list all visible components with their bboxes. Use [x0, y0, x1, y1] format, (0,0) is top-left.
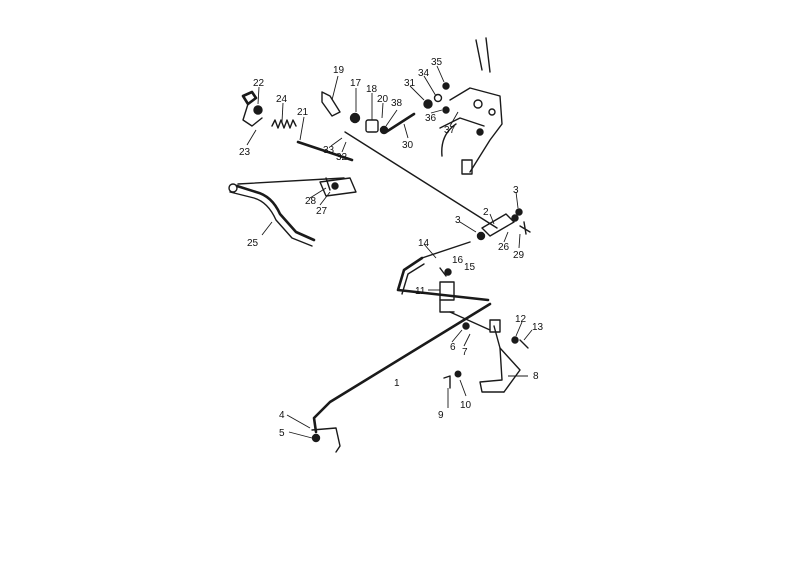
callout-16: 16: [452, 255, 464, 266]
callout-12: 12: [515, 314, 527, 325]
bolt-36: [442, 106, 450, 114]
callout-24: 24: [276, 94, 288, 105]
callout-4: 4: [279, 410, 285, 421]
rod-30: [384, 112, 416, 134]
bolt-9: [443, 375, 451, 389]
callout-17: 17: [350, 78, 362, 89]
callout-21: 21: [297, 107, 309, 118]
callout-33: 33: [323, 145, 335, 156]
arm-19: [321, 91, 341, 117]
rod-1: [312, 302, 492, 434]
bracket-11: [439, 267, 455, 313]
callout-2: 2: [483, 207, 489, 218]
callout-27: 27: [316, 206, 328, 217]
pin-28: [325, 177, 331, 191]
callout-5: 5: [279, 428, 285, 439]
collar-3: [476, 231, 486, 241]
callout-26: 26: [498, 242, 510, 253]
shaft-21: [296, 140, 354, 162]
callout-36: 36: [425, 113, 437, 124]
pedal-bracket: [241, 90, 263, 127]
callout-9: 9: [438, 410, 444, 421]
collar-17: [349, 112, 361, 124]
leader-lines: [246, 65, 533, 439]
spring-24: [271, 119, 297, 129]
callout-1: 1: [394, 378, 400, 389]
callout-32: 32: [336, 152, 348, 163]
callout-15: 15: [464, 262, 476, 273]
callout-30: 30: [402, 140, 414, 151]
callout-29: 29: [513, 250, 525, 261]
rod-1-return: [449, 311, 491, 331]
washer-10: [454, 370, 462, 378]
pin-13: [519, 339, 529, 349]
callout-14: 14: [418, 238, 430, 249]
link-line-lower: [237, 177, 345, 185]
callout-19: 19: [333, 65, 345, 76]
rod-14: [421, 241, 471, 259]
callout-3: 3: [455, 215, 461, 226]
callout-10: 10: [460, 400, 472, 411]
callout-labels: 1 2 3 3 4 5 6 7 8 9 10 11 12 13 14 15 16…: [239, 57, 544, 439]
pin-35: [442, 82, 450, 90]
callout-18: 18: [366, 84, 378, 95]
callout-3: 3: [513, 185, 519, 196]
bracket-bottom: [311, 427, 341, 453]
nut-31: [423, 99, 433, 109]
callout-28: 28: [305, 196, 317, 207]
callout-11: 11: [415, 286, 426, 297]
nut-34: [433, 93, 443, 103]
callout-8: 8: [533, 371, 539, 382]
callout-25: 25: [247, 238, 259, 249]
transmission-housing: [439, 37, 503, 175]
callout-13: 13: [532, 322, 544, 333]
rod-14-z-inner: [401, 263, 425, 295]
callout-23: 23: [239, 147, 251, 158]
bracket-8: [479, 319, 521, 393]
bracket-27: [319, 177, 357, 197]
callout-35: 35: [431, 57, 443, 68]
sleeve-2: [481, 208, 531, 237]
callout-20: 20: [377, 94, 389, 105]
callout-6: 6: [450, 342, 456, 353]
rod-14-z: [396, 256, 490, 302]
washer-6: [462, 322, 470, 330]
callout-22: 22: [253, 78, 265, 89]
callout-38: 38: [391, 98, 403, 109]
callout-7: 7: [462, 347, 468, 358]
nut-12: [511, 336, 519, 344]
callout-34: 34: [418, 68, 430, 79]
bearing-18: [365, 119, 379, 133]
callout-37: 37: [444, 125, 456, 136]
pedal-arm-25: [228, 183, 316, 247]
link-line-upper: [344, 131, 498, 229]
callout-31: 31: [404, 78, 416, 89]
